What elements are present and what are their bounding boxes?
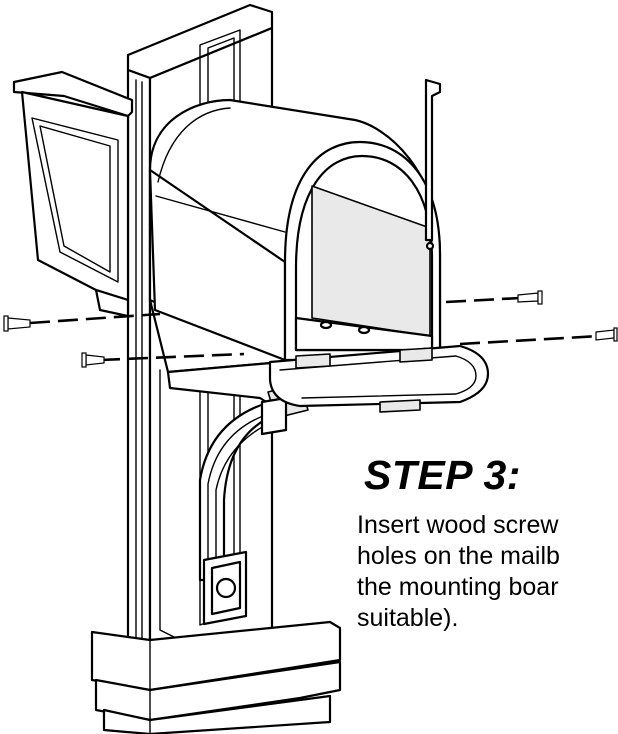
mailbox-flag-icon [424, 78, 442, 242]
wood-screw-guides [29, 296, 601, 362]
step-instructions: Insert wood screw holes on the mailb the… [357, 510, 618, 634]
step-heading: STEP 3: [364, 452, 521, 498]
instruction-line: holes on the mailb [357, 542, 560, 570]
instruction-line: Insert wood screw [357, 511, 559, 539]
instruction-line: suitable). [357, 604, 459, 632]
newspaper-holder [12, 70, 134, 318]
mailbox [148, 98, 490, 413]
wood-screw-icon [3, 290, 618, 368]
instruction-line: the mounting boar [357, 573, 559, 601]
support-bracket [198, 400, 284, 626]
